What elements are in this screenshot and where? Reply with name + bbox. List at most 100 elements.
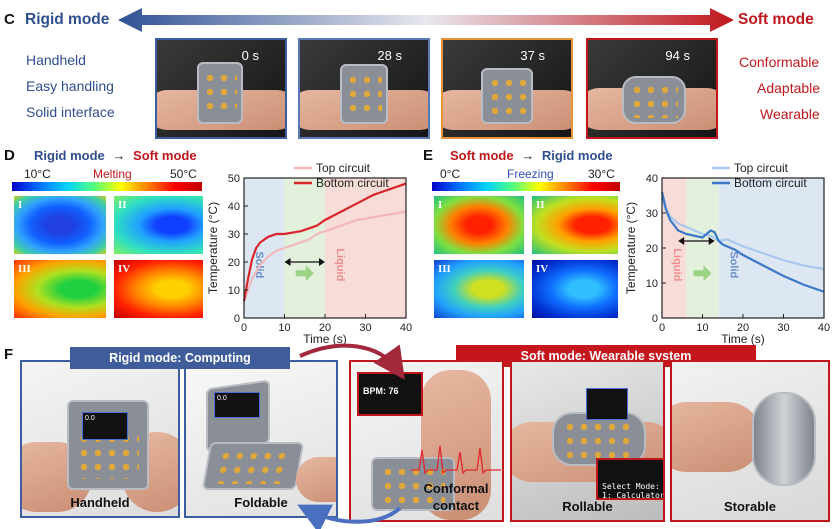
e-region-label-0: Liquid bbox=[671, 248, 683, 281]
right-feature-0: Conformable bbox=[739, 54, 820, 70]
e-roman-4: IV bbox=[536, 263, 549, 275]
panel-d-label: D bbox=[4, 147, 15, 164]
left-feature-1: Easy handling bbox=[26, 78, 114, 94]
d-transition-arrow bbox=[295, 265, 314, 282]
time-label-2: 37 s bbox=[520, 48, 545, 63]
e-region-1 bbox=[686, 178, 719, 318]
d-roman-3: III bbox=[18, 263, 31, 275]
e-xlabel: Time (s) bbox=[721, 332, 765, 346]
d-region-0 bbox=[244, 178, 285, 318]
e-xtick-label-1: 10 bbox=[696, 322, 708, 334]
ecg-waveform bbox=[411, 445, 501, 475]
d-roman-4: IV bbox=[118, 263, 131, 275]
e-xtick-label-3: 30 bbox=[777, 322, 789, 334]
e-xtick-label-0: 0 bbox=[659, 322, 665, 334]
e-legend-label-0: Top circuit bbox=[734, 161, 789, 175]
e-from-mode: Soft mode bbox=[450, 148, 514, 163]
d-xtick-label-3: 30 bbox=[359, 322, 371, 334]
d-to-mode: Soft mode bbox=[133, 148, 197, 163]
d-ytick-label-2: 20 bbox=[228, 257, 240, 269]
e-thermal-3: III bbox=[432, 258, 526, 320]
d-region-1 bbox=[284, 178, 325, 318]
d-cmax: 50°C bbox=[170, 167, 197, 181]
d-region-label-2: Liquid bbox=[334, 248, 346, 281]
e-region-label-2: Solid bbox=[728, 251, 740, 278]
time-label-3: 94 s bbox=[665, 48, 690, 63]
d-series-0 bbox=[242, 210, 407, 302]
caption-conformal-contact: Conformal contact bbox=[423, 481, 489, 513]
e-ytick-label-2: 20 bbox=[646, 243, 658, 255]
photo-time-1: 28 s bbox=[298, 38, 430, 139]
photo-time-2: 37 s bbox=[441, 38, 573, 139]
e-series-1 bbox=[660, 191, 825, 293]
d-ytick-label-4: 40 bbox=[228, 201, 240, 213]
e-region-0 bbox=[662, 178, 687, 318]
rigid-mode-title: Rigid mode bbox=[25, 11, 110, 28]
e-roman-3: III bbox=[438, 263, 451, 275]
photo-conformal-contact: BPM: 76 Conformal contact bbox=[349, 360, 504, 522]
e-roman-1: I bbox=[438, 199, 443, 211]
d-xtick-label-2: 20 bbox=[319, 322, 331, 334]
d-thermal-1: I bbox=[12, 194, 108, 256]
right-feature-2: Wearable bbox=[760, 106, 820, 122]
transition-arrows bbox=[297, 343, 405, 529]
d-xtick-label-0: 0 bbox=[241, 322, 247, 334]
photo-handheld: 0.0 Handheld bbox=[20, 360, 180, 518]
time-label-1: 28 s bbox=[377, 48, 402, 63]
time-label-0: 0 s bbox=[241, 48, 259, 63]
d-colorbar bbox=[12, 182, 202, 191]
e-process: Freezing bbox=[507, 167, 554, 181]
photo-rollable: Select Mode: 1: Calculator Rollable bbox=[510, 360, 665, 522]
panel-d-mode-header: Rigid mode → Soft mode bbox=[34, 148, 197, 163]
e-to-mode: Rigid mode bbox=[541, 148, 613, 163]
d-series-1 bbox=[242, 182, 407, 302]
left-feature-0: Handheld bbox=[26, 52, 86, 68]
d-region-2 bbox=[325, 178, 406, 318]
e-thermal-4: IV bbox=[530, 258, 620, 320]
e-ytick-label-0: 0 bbox=[652, 313, 658, 325]
e-xtick-label-4: 40 bbox=[818, 322, 830, 334]
mode-gradient-arrow bbox=[118, 8, 734, 32]
d-xlabel: Time (s) bbox=[303, 332, 347, 346]
photo-time-3: 94 s bbox=[586, 38, 718, 139]
d-thermal-2: II bbox=[112, 194, 205, 256]
rigid-banner: Rigid mode: Computing bbox=[70, 347, 290, 369]
d-thermal-4: IV bbox=[112, 258, 205, 320]
d-ytick-label-1: 10 bbox=[228, 285, 240, 297]
e-roman-2: II bbox=[536, 199, 545, 211]
d-roman-2: II bbox=[118, 199, 127, 211]
e-ytick-label-3: 30 bbox=[646, 208, 658, 220]
rollable-screen-text: Select Mode: 1: Calculator bbox=[602, 482, 665, 500]
soft-mode-title: Soft mode bbox=[738, 11, 814, 28]
e-thermal-2: II bbox=[530, 194, 620, 256]
caption-handheld: Handheld bbox=[70, 495, 130, 510]
d-xtick-label-4: 40 bbox=[400, 322, 412, 334]
d-cmin: 10°C bbox=[24, 167, 51, 181]
photo-storable: Storable bbox=[670, 360, 830, 522]
d-ytick-label-3: 30 bbox=[228, 229, 240, 241]
d-legend-label-0: Top circuit bbox=[316, 161, 371, 175]
d-ytick-label-5: 50 bbox=[228, 173, 240, 185]
d-xtick-label-1: 10 bbox=[278, 322, 290, 334]
e-colorbar bbox=[432, 182, 620, 191]
e-ylabel: Temperature (°C) bbox=[624, 202, 638, 294]
panel-e-mode-header: Soft mode → Rigid mode bbox=[450, 148, 613, 163]
photo-foldable: 0.0 Foldable bbox=[184, 360, 338, 518]
d-legend-label-1: Bottom circuit bbox=[316, 176, 389, 190]
caption-storable: Storable bbox=[723, 499, 776, 514]
right-feature-1: Adaptable bbox=[757, 80, 821, 96]
photo-time-0: 0 s bbox=[155, 38, 287, 139]
d-roman-1: I bbox=[18, 199, 23, 211]
bpm-readout: BPM: 76 bbox=[363, 386, 399, 396]
panel-c-label: C bbox=[4, 11, 15, 28]
e-transition-arrow bbox=[693, 265, 712, 282]
d-thermal-3: III bbox=[12, 258, 108, 320]
e-region-2 bbox=[718, 178, 824, 318]
e-cmax: 30°C bbox=[588, 167, 615, 181]
e-thermal-1: I bbox=[432, 194, 526, 256]
d-from-mode: Rigid mode bbox=[34, 148, 105, 163]
panel-f-label: F bbox=[4, 346, 14, 363]
e-xtick-label-2: 20 bbox=[737, 322, 749, 334]
